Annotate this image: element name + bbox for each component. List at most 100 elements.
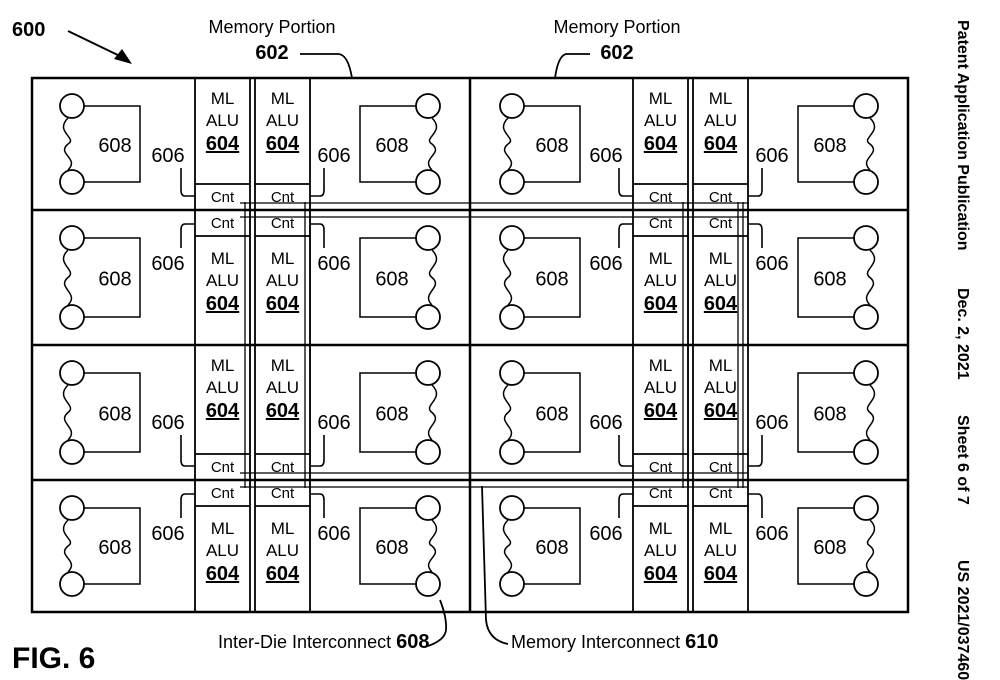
controller-leader xyxy=(618,168,633,197)
die-trace xyxy=(84,237,141,318)
controller-ref-606: 606 xyxy=(589,412,622,434)
controller-leader xyxy=(748,435,763,467)
die-pad-circle xyxy=(59,571,85,597)
alu-ref-604: 604 xyxy=(644,563,678,585)
ml-alu-column xyxy=(632,479,689,613)
controller-leader xyxy=(310,223,325,248)
die-pad-circle xyxy=(853,571,879,597)
inter-die-squiggle xyxy=(502,384,513,441)
inter-die-interconnect-label: Inter-Die Interconnect 608 xyxy=(218,631,429,653)
die-pad-circle xyxy=(415,93,441,119)
inter-die-ref-608: 608 xyxy=(98,269,131,291)
controller-cnt-label: Cnt xyxy=(649,189,673,206)
die-pad-circle xyxy=(499,439,525,465)
inter-die-squiggle xyxy=(865,249,876,306)
ml-alu-column xyxy=(194,479,251,613)
alu-ref-604: 604 xyxy=(704,293,738,315)
inter-die-squiggle xyxy=(502,249,513,306)
die-pad-circle xyxy=(59,439,85,465)
ml-alu-column xyxy=(692,479,749,613)
figure-ref-arrow-shaft xyxy=(67,30,125,59)
alu-ref-604: 604 xyxy=(206,293,240,315)
alu-ref-604: 604 xyxy=(704,400,738,422)
alu-ref-604: 604 xyxy=(266,293,300,315)
die-pad-circle xyxy=(415,495,441,521)
controller-ref-606: 606 xyxy=(755,412,788,434)
die-trace xyxy=(84,507,141,585)
controller-leader xyxy=(310,168,325,197)
alu-label: ALU xyxy=(266,378,299,397)
die-pad-circle xyxy=(415,360,441,386)
memory-array-grid xyxy=(30,76,910,614)
alu-ref-604: 604 xyxy=(266,400,300,422)
controller-ref-606: 606 xyxy=(151,412,184,434)
inter-die-ref-608: 608 xyxy=(98,537,131,559)
inter-die-squiggle xyxy=(427,249,438,306)
inter-die-ref-608: 608 xyxy=(535,269,568,291)
alu-ref-604: 604 xyxy=(206,400,240,422)
memory-portion-leader-right xyxy=(554,53,590,79)
die-pad-circle xyxy=(853,304,879,330)
inter-die-ref-608: 608 xyxy=(535,404,568,426)
die-pad-circle xyxy=(853,225,879,251)
ml-label: ML xyxy=(709,519,733,538)
inter-die-ref-608: 608 xyxy=(375,404,408,426)
controller-cnt-label: Cnt xyxy=(709,215,733,232)
inter-die-ref-608: 608 xyxy=(98,404,131,426)
alu-label: ALU xyxy=(206,111,239,130)
memory-portion-ref-right: 602 xyxy=(600,42,633,64)
alu-ref-604: 604 xyxy=(704,563,738,585)
controller-leader xyxy=(310,435,325,467)
controller-leader xyxy=(180,168,195,197)
alu-label: ALU xyxy=(704,111,737,130)
inter-die-squiggle xyxy=(865,519,876,573)
ml-label: ML xyxy=(271,89,295,108)
die-pad-circle xyxy=(59,360,85,386)
die-pad-circle xyxy=(499,495,525,521)
inter-die-squiggle xyxy=(865,384,876,441)
ml-label: ML xyxy=(271,356,295,375)
die-trace xyxy=(797,507,854,585)
die-pad-circle xyxy=(499,304,525,330)
die-trace xyxy=(359,507,416,585)
ml-label: ML xyxy=(271,249,295,268)
patent-sidebar: Patent Application Publication Dec. 2, 2… xyxy=(954,20,971,680)
sidebar-number: US 2021/0374607 A1 xyxy=(954,560,971,680)
controller-cnt-label: Cnt xyxy=(211,189,235,206)
memory-portion-label-left: Memory Portion xyxy=(208,17,335,37)
inter-die-squiggle xyxy=(427,519,438,573)
ml-label: ML xyxy=(211,89,235,108)
controller-cnt-label: Cnt xyxy=(709,485,733,502)
inter-die-squiggle xyxy=(502,519,513,573)
die-pad-circle xyxy=(853,495,879,521)
inter-die-ref-608: 608 xyxy=(535,135,568,157)
alu-label: ALU xyxy=(704,541,737,560)
ml-label: ML xyxy=(649,89,673,108)
controller-leader xyxy=(618,493,633,518)
die-pad-circle xyxy=(853,93,879,119)
controller-leader xyxy=(310,493,325,518)
alu-label: ALU xyxy=(266,271,299,290)
controller-ref-606: 606 xyxy=(755,145,788,167)
alu-label: ALU xyxy=(644,271,677,290)
alu-label: ALU xyxy=(644,541,677,560)
alu-label: ALU xyxy=(704,378,737,397)
ml-alu-column xyxy=(254,479,311,613)
controller-ref-606: 606 xyxy=(317,523,350,545)
alu-label: ALU xyxy=(206,271,239,290)
controller-ref-606: 606 xyxy=(151,145,184,167)
ml-label: ML xyxy=(211,356,235,375)
memory-portion-label-right: Memory Portion xyxy=(553,17,680,37)
memory-interconnect-label: Memory Interconnect 610 xyxy=(511,631,718,653)
